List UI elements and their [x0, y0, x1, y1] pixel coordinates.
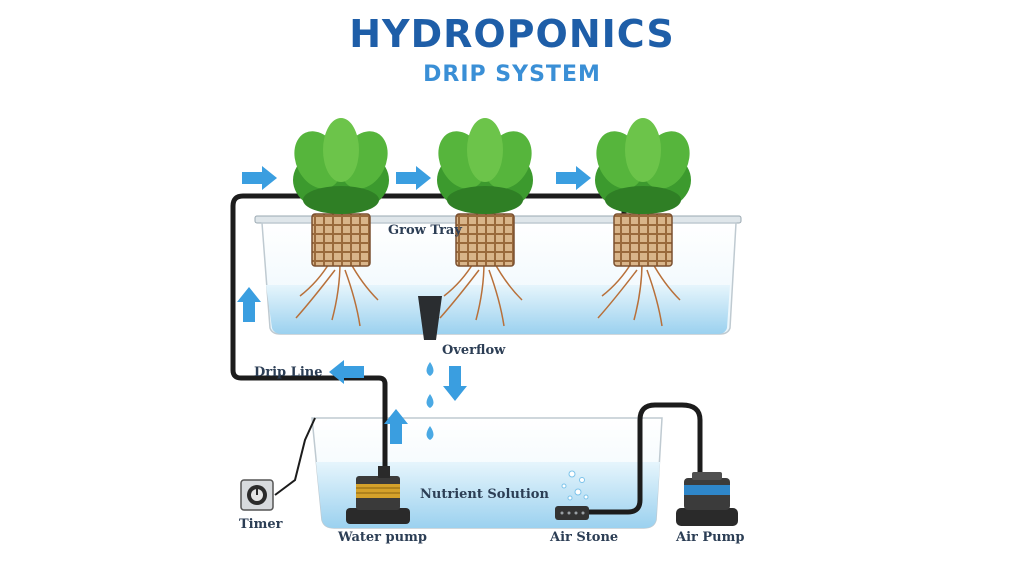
overflow-label: Overflow	[442, 343, 506, 358]
water-drops	[426, 362, 434, 440]
diagram-title: HYDROPONICS	[349, 12, 675, 56]
diagram-subtitle: DRIP SYSTEM	[423, 62, 601, 87]
nutrient-solution-label: Nutrient Solution	[420, 487, 549, 502]
water-pump-label: Water pump	[338, 530, 427, 545]
air-stone-label: Air Stone	[550, 530, 619, 545]
flow-arrows	[237, 166, 591, 444]
plant-1	[293, 118, 389, 214]
net-pots	[311, 213, 673, 267]
plant-3	[595, 118, 691, 214]
timer-device	[240, 479, 274, 511]
timer-label: Timer	[239, 517, 283, 532]
overflow-pipe	[418, 296, 442, 340]
tray-water	[266, 285, 730, 334]
grow-tray-label: Grow Tray	[388, 223, 462, 238]
roots	[295, 261, 681, 327]
air-bubbles	[561, 470, 589, 501]
timer-wire	[274, 417, 316, 496]
drip-line-label: Drip Line	[254, 365, 323, 380]
plant-2	[437, 118, 533, 214]
air-pump-label: Air Pump	[676, 530, 745, 545]
air-pump	[676, 472, 738, 526]
air-stone	[555, 506, 589, 520]
water-pump	[346, 466, 410, 524]
air-line-tube	[582, 402, 703, 515]
